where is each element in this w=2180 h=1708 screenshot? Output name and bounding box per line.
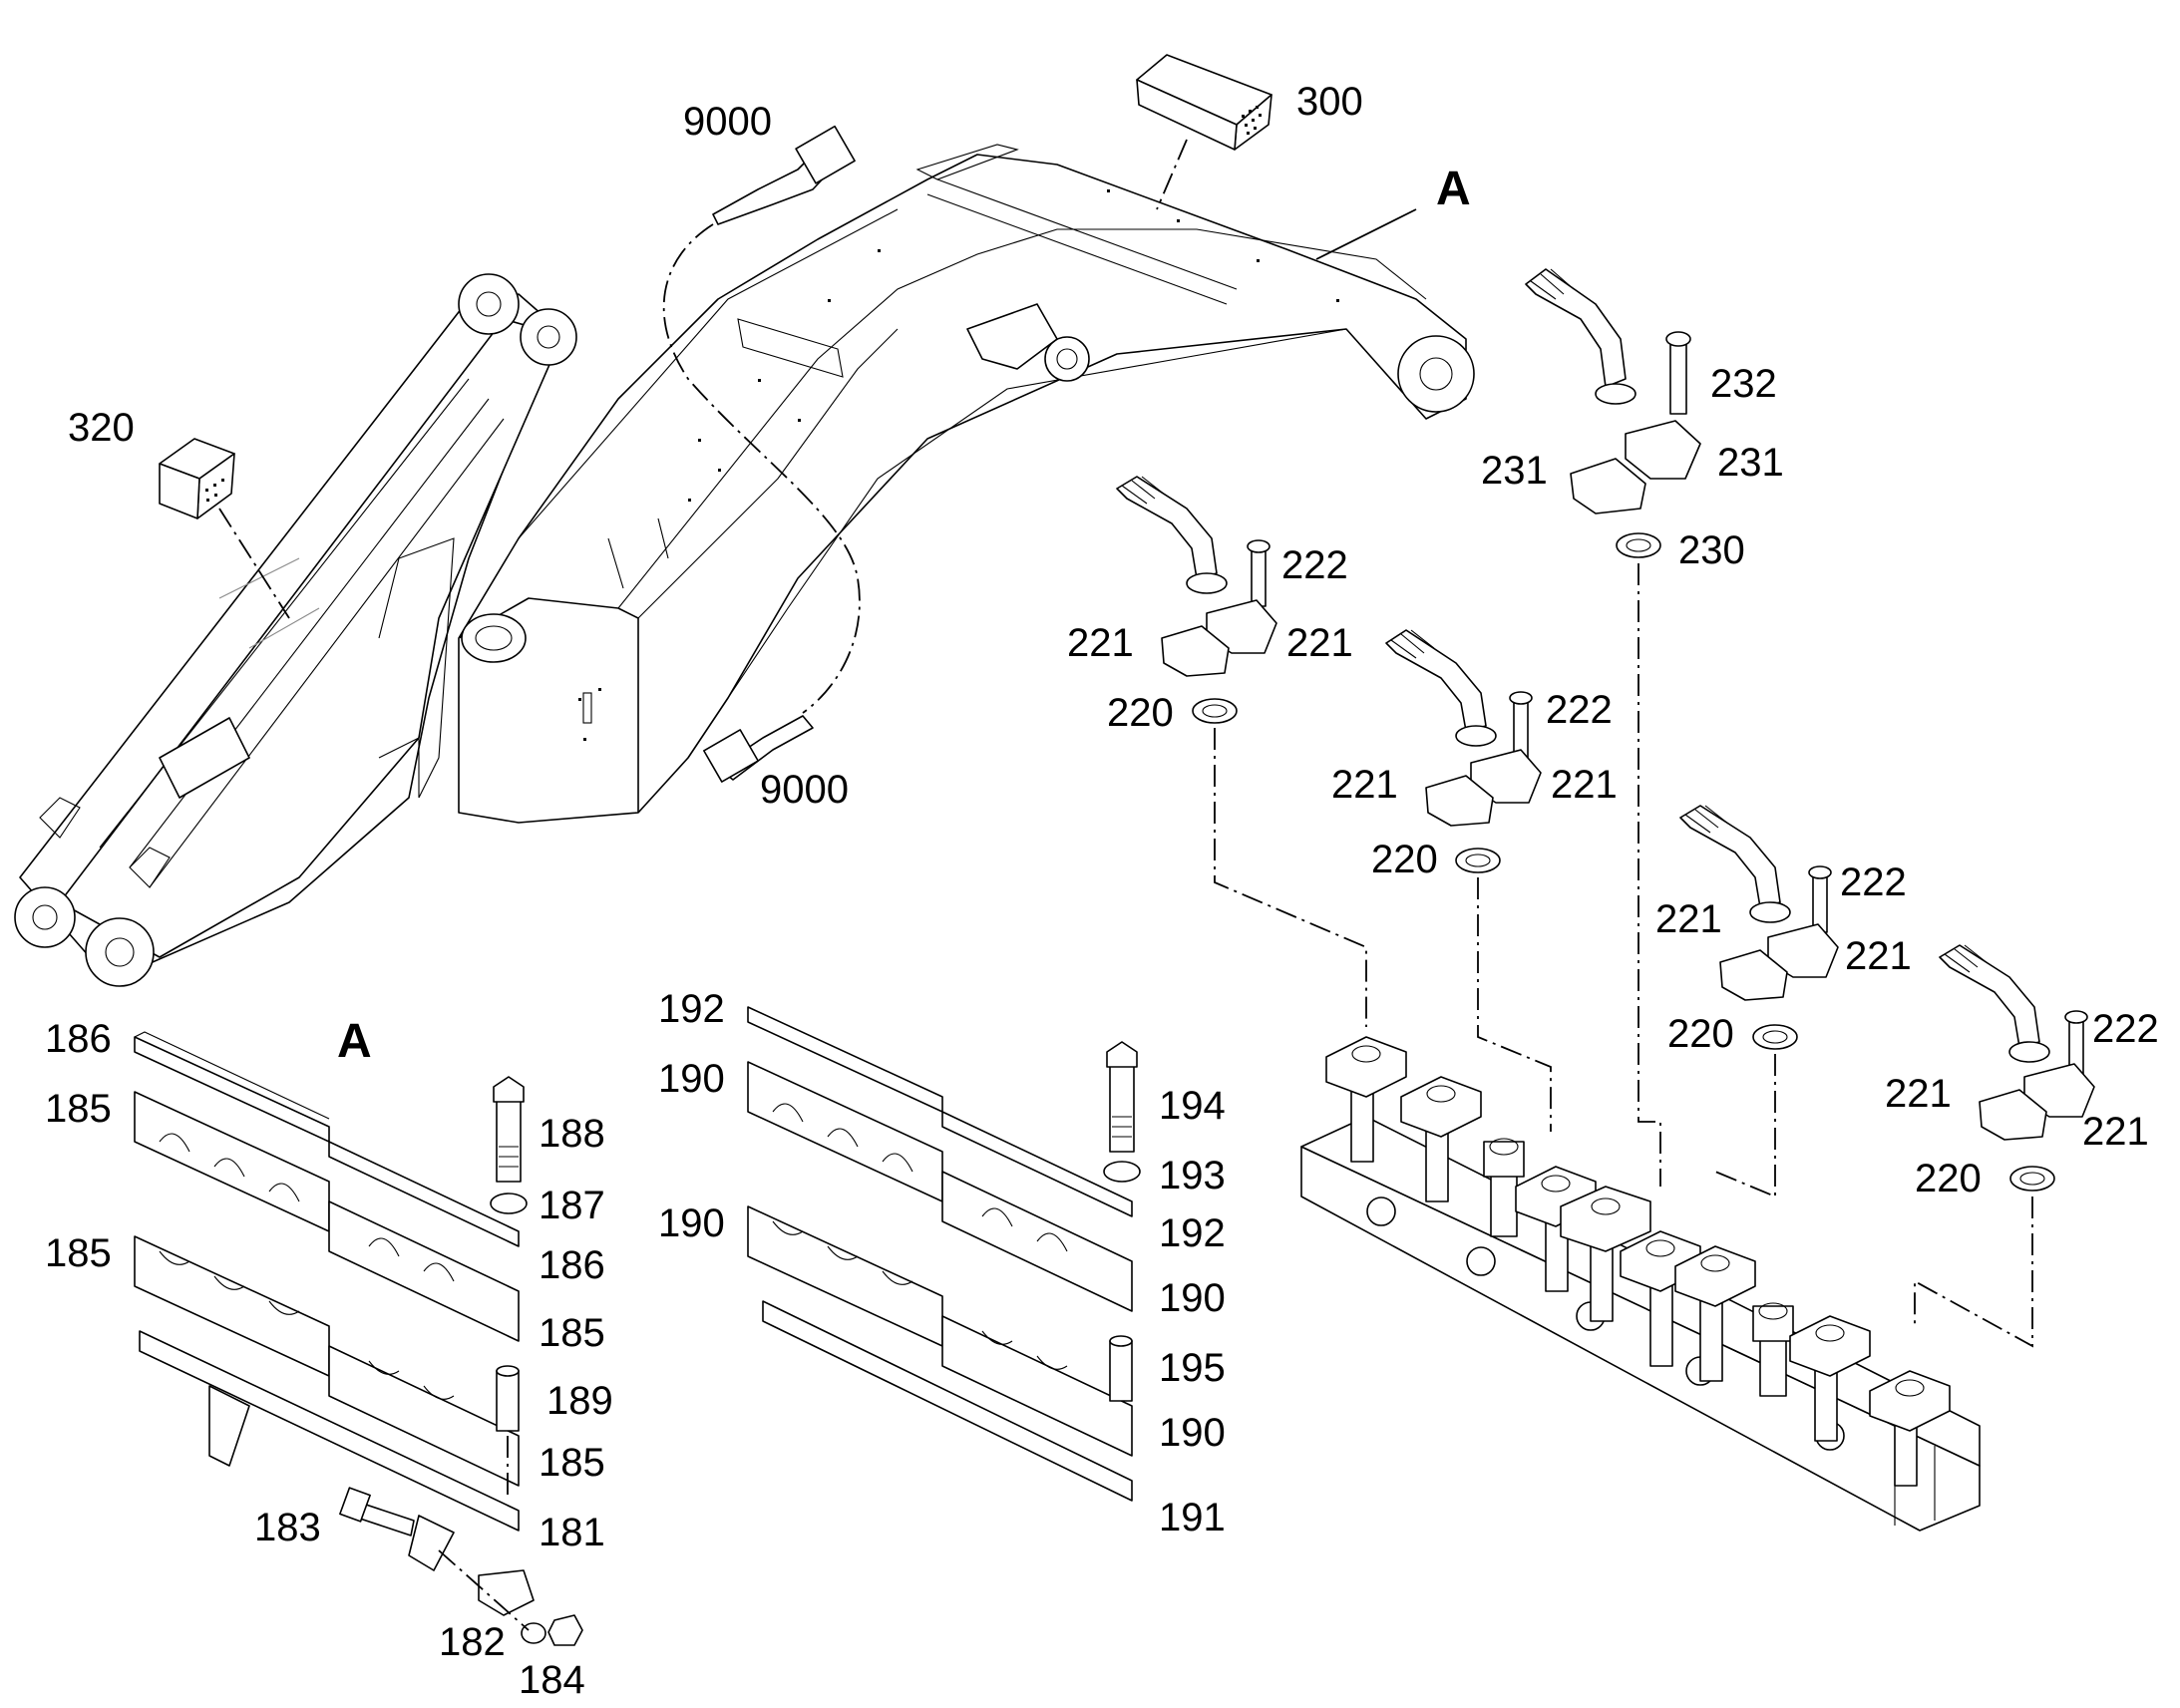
callout-232: 232	[1710, 362, 1777, 406]
part-9000-sensor	[662, 125, 861, 783]
callout-220-a: 220	[1107, 691, 1174, 735]
callout-181: 181	[539, 1511, 605, 1554]
detail-a-left-stack	[134, 1031, 583, 1646]
callout-222-b: 222	[1546, 688, 1613, 732]
part-300-block	[1136, 54, 1272, 151]
part-320-block	[159, 438, 235, 519]
callout-221-b-left: 221	[1331, 763, 1398, 807]
leader-A	[1315, 208, 1417, 260]
callout-194: 194	[1159, 1084, 1226, 1128]
callout-192-top: 192	[658, 987, 725, 1031]
callout-185-right-1: 185	[539, 1311, 605, 1355]
callout-185-1: 185	[45, 1087, 112, 1131]
fitting-group-220-c	[1679, 805, 1839, 1050]
callout-220-c: 220	[1667, 1012, 1734, 1056]
leader-220-c	[1714, 1054, 1776, 1198]
callout-230: 230	[1678, 528, 1745, 572]
callout-A: A	[1436, 163, 1471, 215]
leader-320	[218, 508, 290, 619]
fitting-group-220-a	[1116, 476, 1277, 724]
fitting-group-230	[1525, 268, 1701, 558]
callout-labels: 9000 9000 300 A 320 232 231 231 230 222 …	[45, 80, 2159, 1702]
callout-320: 320	[68, 406, 135, 450]
callout-190-right-1: 190	[1159, 1276, 1226, 1320]
callout-191: 191	[1159, 1496, 1226, 1539]
callout-195: 195	[1159, 1346, 1226, 1390]
callout-193: 193	[1159, 1154, 1226, 1197]
callout-231-right: 231	[1717, 441, 1784, 485]
callout-221-a-left: 221	[1067, 621, 1134, 665]
callout-222-a: 222	[1281, 543, 1348, 587]
leader-220-b	[1477, 877, 1552, 1132]
leader-220-d	[1914, 1196, 2033, 1348]
callout-186-top: 186	[45, 1017, 112, 1061]
callout-221-d-right: 221	[2082, 1110, 2149, 1154]
callout-221-c-left: 221	[1655, 897, 1722, 941]
callout-182: 182	[439, 1620, 506, 1664]
detail-a-right-stack	[747, 1006, 1141, 1502]
boom-assembly	[458, 144, 1475, 824]
callout-220-b: 220	[1371, 838, 1438, 881]
callout-220-d: 220	[1915, 1157, 1982, 1200]
callout-222-d: 222	[2092, 1007, 2159, 1051]
callout-221-c-right: 221	[1845, 934, 1912, 978]
fitting-group-220-d	[1939, 944, 2095, 1192]
callout-187: 187	[539, 1184, 605, 1227]
callout-221-a-right: 221	[1286, 621, 1353, 665]
callout-221-b-right: 221	[1551, 763, 1618, 807]
callout-190-1: 190	[658, 1057, 725, 1101]
callout-185-right-2: 185	[539, 1441, 605, 1485]
leader-300	[1156, 139, 1188, 210]
callout-222-c: 222	[1840, 860, 1907, 904]
leader-230	[1637, 563, 1661, 1187]
fitting-group-220-b	[1385, 629, 1542, 873]
callout-9000-bottom: 9000	[760, 768, 849, 812]
manifold-block	[1300, 1036, 1981, 1532]
callout-183: 183	[254, 1506, 321, 1549]
arm-assembly	[14, 273, 577, 987]
callout-221-d-left: 221	[1885, 1072, 1952, 1116]
callout-231-left: 231	[1481, 449, 1548, 493]
leader-220-a	[1214, 728, 1367, 1027]
callout-186-right: 186	[539, 1243, 605, 1287]
detail-a-title: A	[337, 1015, 372, 1068]
callout-190-2: 190	[658, 1201, 725, 1245]
callout-192-right: 192	[1159, 1211, 1226, 1255]
callout-184: 184	[519, 1658, 585, 1702]
callout-189: 189	[546, 1379, 613, 1423]
callout-9000-top: 9000	[683, 100, 772, 144]
callout-188: 188	[539, 1112, 605, 1156]
callout-300: 300	[1296, 80, 1363, 124]
callout-190-right-2: 190	[1159, 1411, 1226, 1455]
callout-185-2: 185	[45, 1231, 112, 1275]
